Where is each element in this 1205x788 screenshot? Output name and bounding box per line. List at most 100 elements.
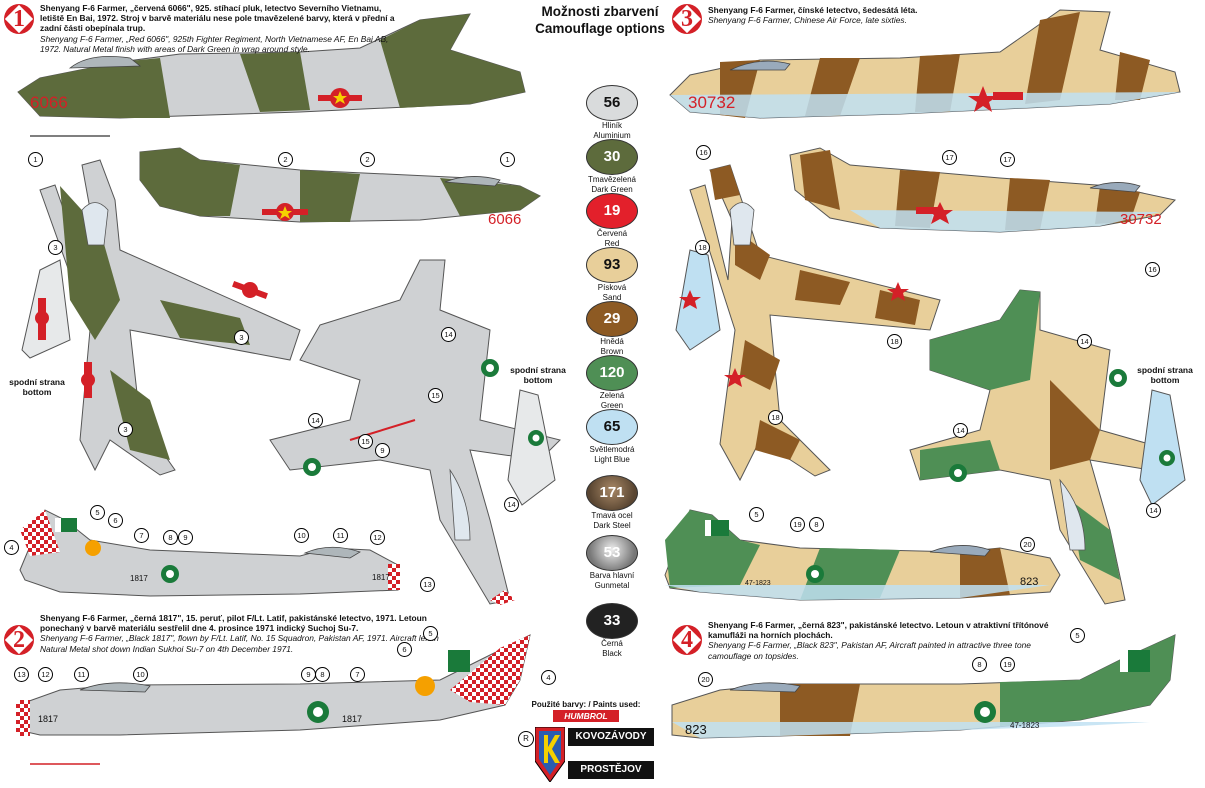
scheme-1-serial-side-top: 6066 bbox=[30, 93, 68, 112]
callout-18: 18 bbox=[695, 240, 710, 255]
kovozavody-label: KOVOZÁVODY bbox=[568, 728, 654, 746]
callout-7: 7 bbox=[350, 667, 365, 682]
callout-11: 11 bbox=[333, 528, 348, 543]
callout-14: 14 bbox=[504, 497, 519, 512]
callout-17: 17 bbox=[1000, 152, 1015, 167]
callout-17: 17 bbox=[942, 150, 957, 165]
palette-code: 93 bbox=[603, 256, 621, 273]
scheme-4-side-view-upper: 47-1823 823 bbox=[664, 509, 1061, 601]
callout-14: 14 bbox=[441, 327, 456, 342]
scheme-2-serial-upper-b: 1817 bbox=[372, 573, 390, 582]
palette-swatch: 53 Barva hlavní Gunmetal bbox=[578, 535, 646, 590]
page-title: Možnosti zbarvení Camouflage options bbox=[505, 3, 695, 37]
scheme-2-bottom-label: spodní strana bottom bbox=[503, 365, 573, 385]
callout-3: 3 bbox=[234, 330, 249, 345]
scheme-4-serial-lower: 823 bbox=[685, 722, 707, 737]
palette-swatch: 33 Černá Black bbox=[578, 603, 646, 658]
scheme-3-badge: 3 bbox=[672, 4, 702, 34]
palette-swatch: 29 Hnědá Brown bbox=[578, 301, 646, 356]
palette-name-cz: Hliník bbox=[601, 121, 622, 130]
palette-chip: 30 bbox=[586, 139, 638, 175]
callout-15: 15 bbox=[428, 388, 443, 403]
palette-swatch: 120 Zelená Green bbox=[578, 355, 646, 410]
callout-14: 14 bbox=[1146, 503, 1161, 518]
palette-name-en: Black bbox=[602, 648, 622, 658]
palette-chip: 56 bbox=[586, 85, 638, 121]
humbrol-logo: HUMBROL bbox=[553, 710, 619, 722]
palette-chip: 53 bbox=[586, 535, 638, 571]
scheme-4-caption: Shenyang F-6 Farmer, „černá 823", pakist… bbox=[708, 620, 1068, 661]
callout-12: 12 bbox=[38, 667, 53, 682]
scheme-1-side-view-top: 6066 bbox=[17, 13, 526, 137]
palette-name-en: Gunmetal bbox=[594, 580, 630, 590]
scheme-1-badge: 1 bbox=[4, 4, 34, 34]
scheme-4-side-view-lower: 823 47-1823 bbox=[671, 634, 1176, 739]
palette-code: 171 bbox=[599, 484, 625, 501]
callout-12: 12 bbox=[370, 530, 385, 545]
callout-8: 8 bbox=[315, 667, 330, 682]
palette-name-en: Dark Steel bbox=[593, 520, 631, 530]
scheme-2-serial-lower-b: 1817 bbox=[342, 714, 362, 724]
palette-name-cz: Červená bbox=[596, 229, 628, 238]
bottom-label-en: bottom bbox=[22, 386, 52, 397]
palette-chip: 33 bbox=[586, 603, 638, 639]
palette-code: 33 bbox=[603, 612, 621, 629]
scheme-4-caption-en: Shenyang F-6 Farmer, „Black 823", Pakist… bbox=[708, 640, 1031, 661]
callout-18: 18 bbox=[768, 410, 783, 425]
scheme-2-number: 2 bbox=[13, 627, 25, 653]
callout-1: 1 bbox=[28, 152, 43, 167]
callout-9: 9 bbox=[178, 530, 193, 545]
scheme-2-top-view bbox=[269, 259, 561, 605]
scheme-2-caption-en: Shenyang F-6 Farmer, „Black 1817", flown… bbox=[40, 633, 439, 654]
palette-code: 29 bbox=[603, 310, 621, 327]
callout-3: 3 bbox=[48, 240, 63, 255]
scheme-2-side-view-lower: 1817 1817 bbox=[16, 634, 531, 765]
callout-5: 5 bbox=[1070, 628, 1085, 643]
callout-16: 16 bbox=[696, 145, 711, 160]
callout-9: 9 bbox=[375, 443, 390, 458]
palette-chip: 171 bbox=[586, 475, 638, 511]
palette-name-en: Red bbox=[604, 238, 620, 248]
scheme-1-top-view bbox=[39, 159, 301, 476]
kovozavody-logo-shield bbox=[535, 727, 565, 782]
callout-9: 9 bbox=[301, 667, 316, 682]
page-title-cz: Možnosti zbarvení bbox=[541, 4, 659, 19]
callout-5: 5 bbox=[749, 507, 764, 522]
scheme-4-bottom-label: spodní strana bottom bbox=[1130, 365, 1200, 385]
callout-19: 19 bbox=[1000, 657, 1015, 672]
palette-name-en: Dark Green bbox=[591, 184, 633, 194]
scheme-4-number: 4 bbox=[681, 627, 693, 653]
scheme-3-number: 3 bbox=[681, 6, 693, 32]
scheme-3-serial-upper: 30732 bbox=[688, 93, 735, 112]
palette-name-cz: Tmavězelená bbox=[587, 175, 637, 184]
palette-swatch: 19 Červená Red bbox=[578, 193, 646, 248]
palette-name-cz: Hnědá bbox=[600, 337, 624, 346]
palette-chip: 93 bbox=[586, 247, 638, 283]
scheme-1-bottom-wing bbox=[21, 259, 71, 359]
scheme-3-bottom-wing bbox=[675, 249, 721, 351]
callout-10: 10 bbox=[133, 667, 148, 682]
bottom-label-en: bottom bbox=[523, 374, 553, 385]
palette-code: 19 bbox=[603, 202, 621, 219]
scheme-3-caption-en: Shenyang F-6 Farmer, Chinese Air Force, … bbox=[708, 15, 907, 26]
callout-8: 8 bbox=[972, 657, 987, 672]
palette-code: 56 bbox=[603, 94, 621, 111]
palette-name-cz: Barva hlavní bbox=[589, 571, 635, 580]
palette-swatch: 171 Tmavá ocel Dark Steel bbox=[578, 475, 646, 530]
palette-swatch: 56 Hliník Aluminium bbox=[578, 85, 646, 140]
bottom-label-en: bottom bbox=[1150, 374, 1180, 385]
scheme-3-top-view bbox=[689, 164, 941, 482]
callout-14: 14 bbox=[953, 423, 968, 438]
palette-swatch: 93 Písková Sand bbox=[578, 247, 646, 302]
palette-chip: 29 bbox=[586, 301, 638, 337]
scheme-4-tail-code-upper: 47-1823 bbox=[745, 580, 771, 587]
callout-10: 10 bbox=[294, 528, 309, 543]
scheme-2-caption-cz: Shenyang F-6 Farmer, „černá 1817", 15. p… bbox=[40, 613, 427, 634]
bottom-label-cz: spodní strana bbox=[1137, 365, 1193, 375]
callout-14: 14 bbox=[1077, 334, 1092, 349]
registered-mark: R bbox=[518, 731, 534, 747]
palette-name-en: Brown bbox=[600, 346, 624, 356]
scheme-1-caption-en: Shenyang F-6 Farmer, „Red 6066", 925th F… bbox=[40, 33, 389, 54]
scheme-4-bottom-wing bbox=[1139, 389, 1186, 506]
scheme-3-side-view-lower: 30732 bbox=[789, 147, 1177, 233]
